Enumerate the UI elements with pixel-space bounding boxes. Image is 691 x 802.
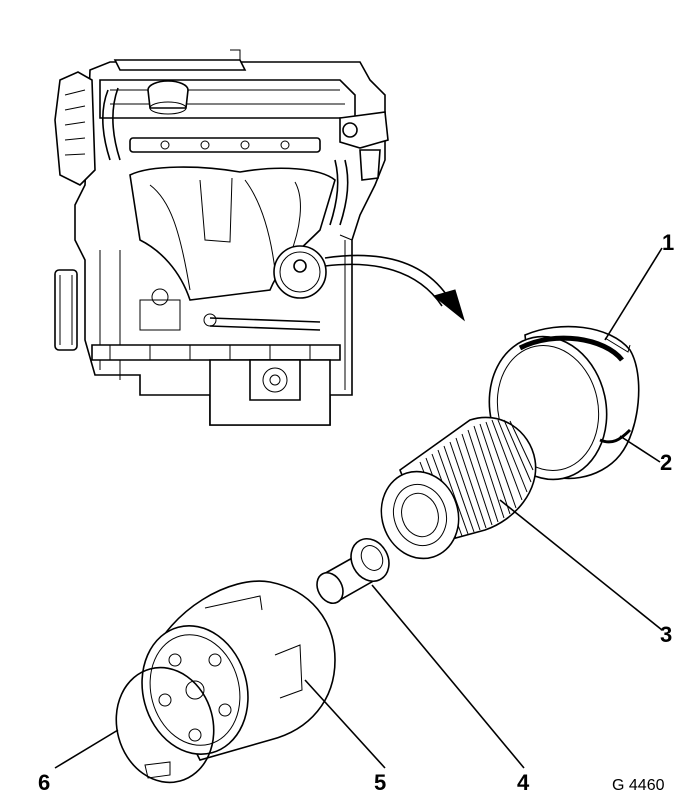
figure-reference-code: G 4460 xyxy=(612,777,665,794)
sealing-ring xyxy=(115,666,215,784)
callout-1: 1 xyxy=(662,230,674,255)
callout-6: 6 xyxy=(38,770,50,795)
callout-3: 3 xyxy=(660,622,672,647)
callout-5: 5 xyxy=(374,770,386,795)
engine-block xyxy=(54,49,389,426)
filter-canister xyxy=(141,580,336,761)
filter-element xyxy=(380,416,537,560)
leader-lines xyxy=(54,247,663,769)
callout-2: 2 xyxy=(660,450,672,475)
callout-4: 4 xyxy=(517,770,530,795)
direction-arrow xyxy=(324,254,465,322)
filter-bolt xyxy=(316,538,390,605)
